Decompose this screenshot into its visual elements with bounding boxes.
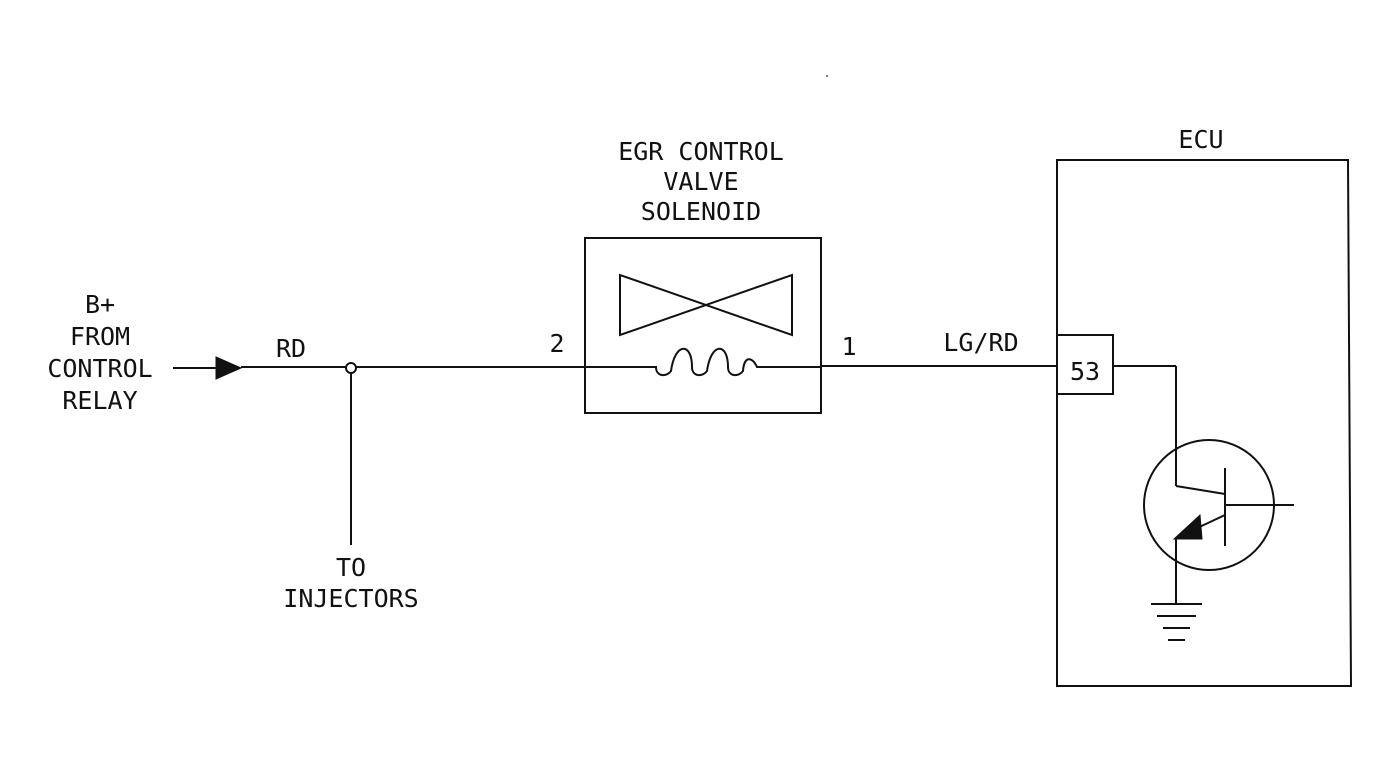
splice-node bbox=[345, 362, 357, 374]
ecu-pin-box bbox=[1056, 334, 1114, 395]
wire-lg-rd-label: LG/RD bbox=[943, 328, 1018, 357]
transistor-icon bbox=[1143, 439, 1294, 571]
source-line-2: FROM bbox=[70, 322, 130, 351]
speck bbox=[826, 75, 828, 77]
source-line-4: RELAY bbox=[62, 386, 137, 415]
egr-solenoid: EGR CONTROL VALVE SOLENOID 2 1 bbox=[549, 137, 857, 414]
transistor-collector bbox=[1175, 485, 1226, 495]
source-label: B+ FROM CONTROL RELAY bbox=[47, 290, 152, 415]
solenoid-title-line-2: VALVE bbox=[663, 167, 738, 196]
source-line-3: CONTROL bbox=[47, 354, 152, 383]
solenoid-title-line-1: EGR CONTROL bbox=[618, 137, 784, 166]
valve-icon bbox=[619, 273, 793, 337]
solenoid-pin-right: 1 bbox=[841, 332, 856, 361]
solenoid-title-line-3: SOLENOID bbox=[641, 197, 761, 226]
branch-label-line-2: INJECTORS bbox=[283, 584, 418, 613]
branch-label-line-1: TO bbox=[336, 553, 366, 582]
coil-icon bbox=[585, 347, 821, 377]
ecu-box bbox=[1056, 159, 1353, 687]
ecu: ECU 53 bbox=[1056, 125, 1353, 687]
solenoid-box bbox=[584, 237, 822, 414]
ground-icon bbox=[1151, 603, 1202, 641]
input-arrow-icon bbox=[215, 356, 243, 380]
ecu-pin-number: 53 bbox=[1070, 357, 1100, 386]
source-line-1: B+ bbox=[85, 290, 115, 319]
solenoid-pin-left: 2 bbox=[549, 329, 564, 358]
emitter-arrow-icon bbox=[1172, 513, 1203, 540]
wire-rd-label: RD bbox=[276, 334, 306, 363]
ecu-title: ECU bbox=[1178, 125, 1223, 154]
